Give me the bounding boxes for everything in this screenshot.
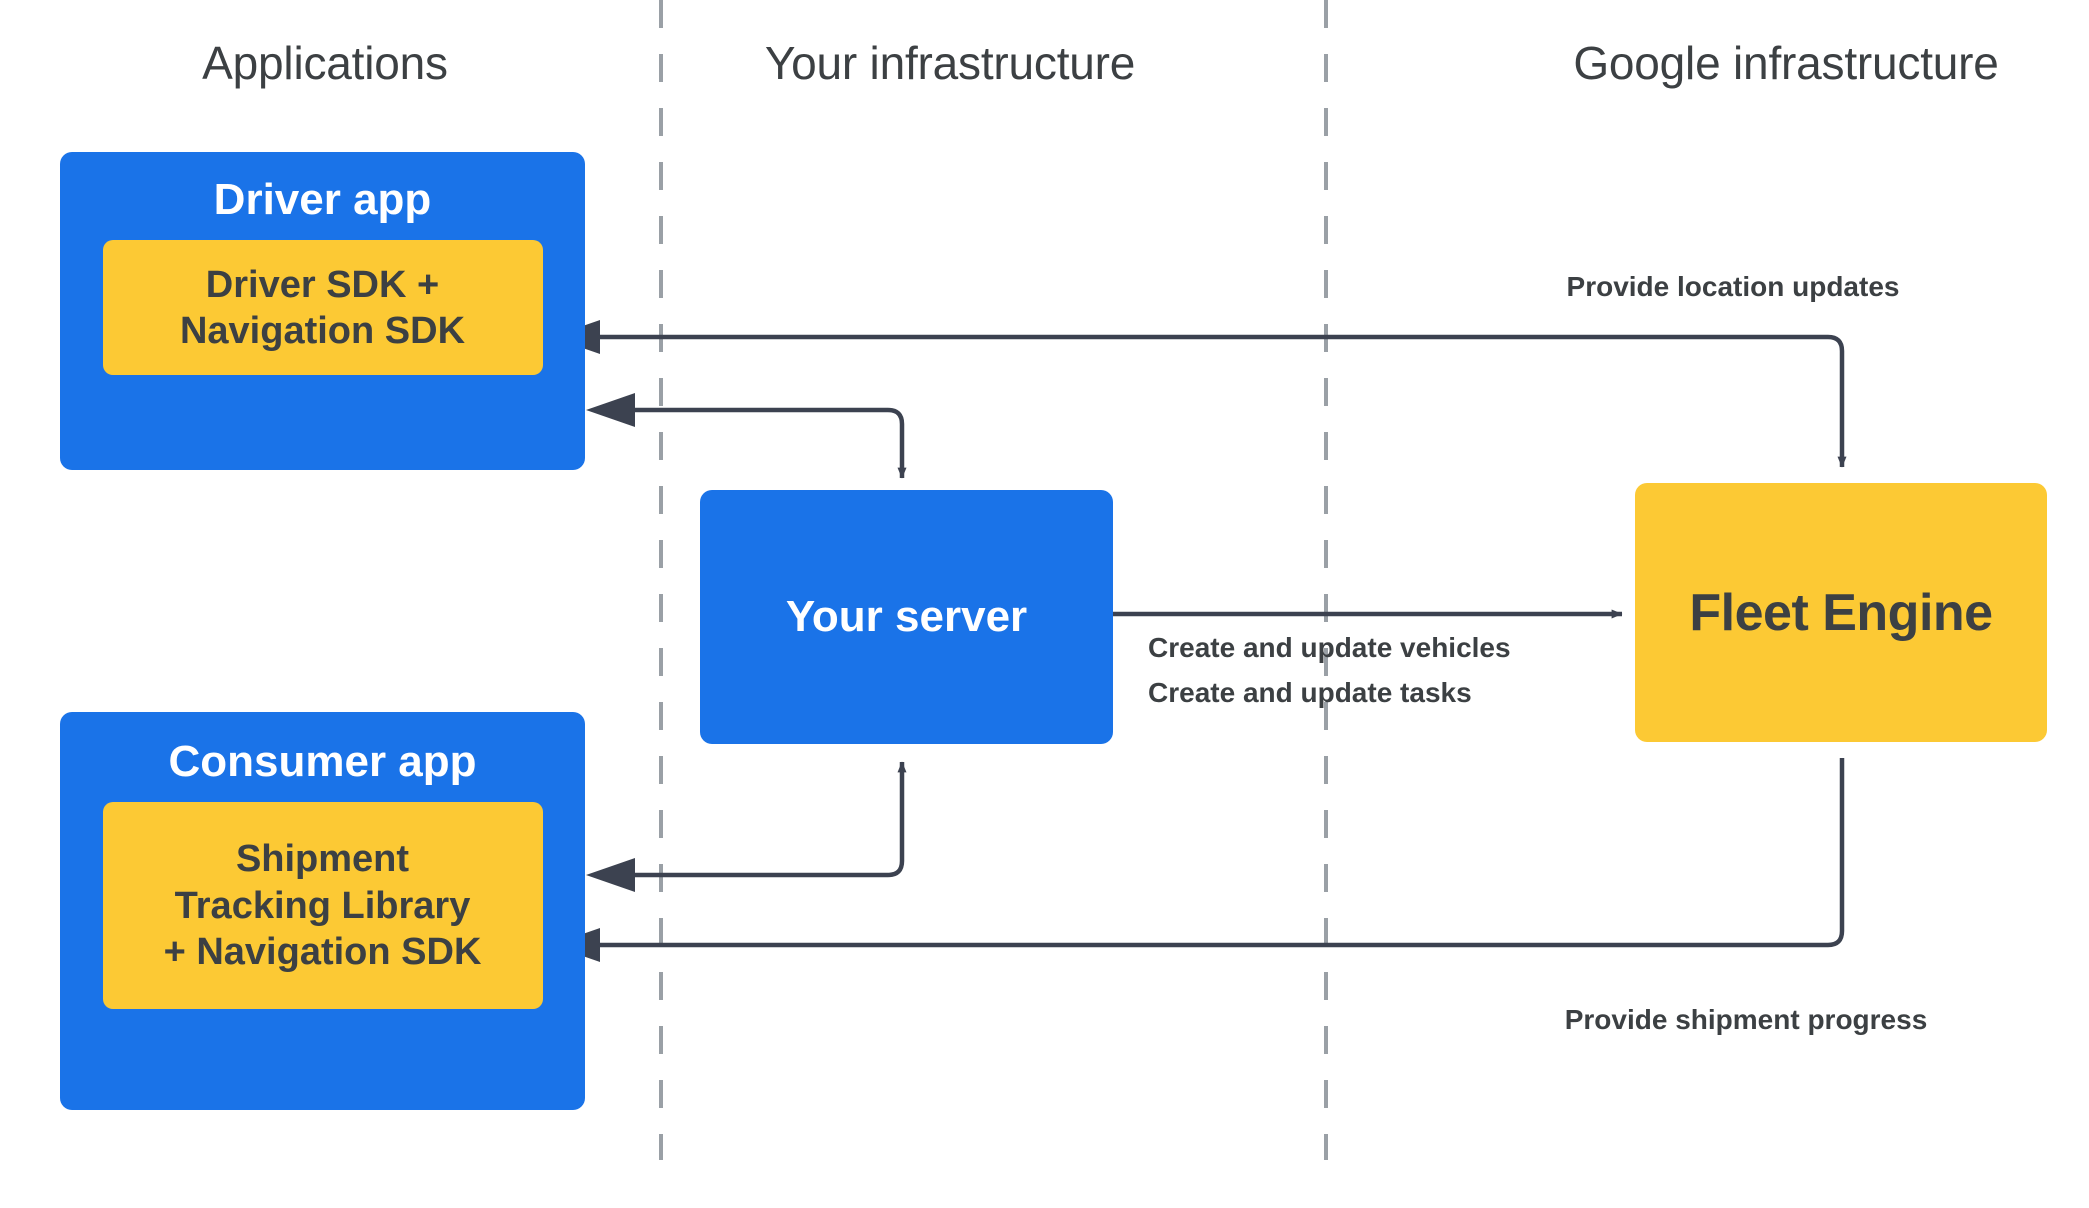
edge-label-create-and-update-tasks: Create and update tasks: [1148, 677, 1472, 708]
edge-provide-location-updates: [563, 334, 1847, 468]
edge-label-create-and-update-vehicles: Create and update vehicles: [1148, 632, 1511, 663]
column-header-your-infrastructure: Your infrastructure: [764, 37, 1136, 89]
node-consumer-app[interactable]: Consumer app Shipment Tracking Library +…: [60, 712, 585, 1110]
consumer-app-title: Consumer app: [168, 737, 477, 786]
edge-server-to-driver-app: [598, 407, 907, 479]
your-server-title: Your server: [785, 592, 1028, 641]
node-driver-app[interactable]: Driver app Driver SDK + Navigation SDK: [60, 152, 585, 470]
arrowhead-consumer-app-server: [586, 858, 635, 892]
column-header-google-infrastructure: Google infrastructure: [1573, 37, 1999, 89]
edge-label-provide-location-updates: Provide location updates: [1566, 271, 1900, 302]
node-driver-sdk[interactable]: Driver SDK + Navigation SDK: [102, 240, 543, 376]
edge-consumer-app-to-server: [598, 761, 907, 878]
arrowhead-driver-app-server: [586, 393, 635, 427]
consumer-sdk-line-2: Tracking Library: [174, 884, 471, 927]
fleet-engine-title: Fleet Engine: [1689, 583, 1993, 642]
node-fleet-engine[interactable]: Fleet Engine: [1635, 483, 2047, 742]
node-your-server[interactable]: Your server: [700, 490, 1113, 744]
driver-app-title: Driver app: [213, 175, 432, 224]
consumer-sdk-line-3: + Navigation SDK: [163, 931, 482, 974]
column-header-applications: Applications: [202, 37, 448, 89]
driver-sdk-line-1: Driver SDK +: [205, 263, 440, 306]
edge-label-provide-shipment-progress: Provide shipment progress: [1564, 1004, 1928, 1035]
node-consumer-sdk[interactable]: Shipment Tracking Library + Navigation S…: [102, 802, 543, 1010]
driver-sdk-line-2: Navigation SDK: [179, 309, 466, 352]
consumer-sdk-line-1: Shipment: [235, 838, 410, 881]
edge-provide-shipment-progress: [563, 758, 1845, 948]
